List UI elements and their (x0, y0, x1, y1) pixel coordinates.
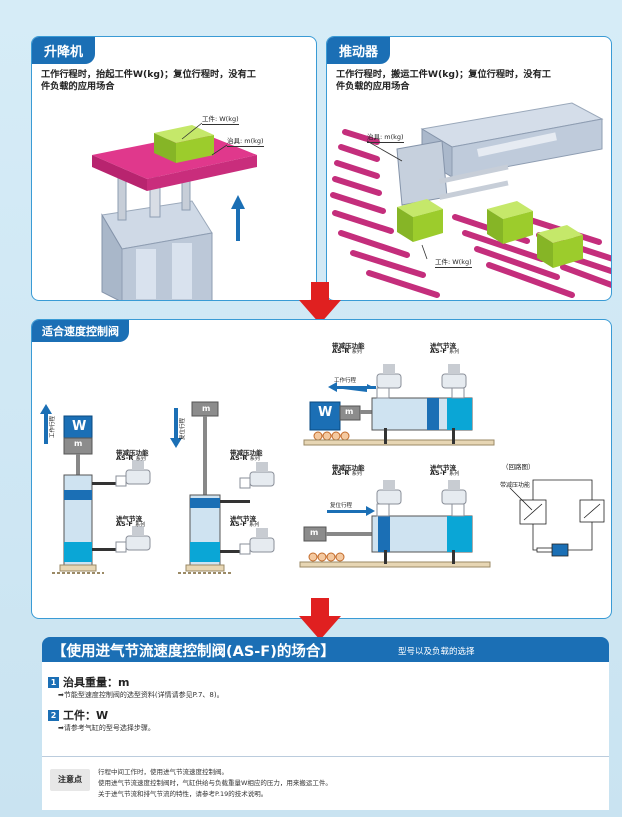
valve-f-1 (115, 526, 151, 553)
pusher-desc-1: 工作行程时，搬运工件W(kg)；复位行程时，没有工 (336, 69, 551, 80)
valve-f-4 (441, 480, 467, 517)
reset-stroke-label-h: 复位行程 (330, 503, 353, 509)
work-stroke-label-h: 工作行程 (334, 378, 357, 384)
valve-r-2-model: AS-R 系列 (230, 454, 260, 462)
note-badge: 注意点 (50, 769, 90, 791)
lift-callout-jig: 治具: m(kg) (227, 137, 264, 147)
valve-r-4-name: 带减压功能 (332, 464, 365, 472)
flow-arrow-down-icon-2 (299, 598, 341, 640)
m-label-2: m (202, 404, 211, 413)
reset-stroke-label-v: 复位行程 (180, 417, 186, 440)
lift-illustration (92, 122, 257, 300)
valve-f-1-model: AS-F 系列 (116, 520, 146, 528)
m-label-3: m (345, 407, 354, 416)
speed-control-panel: 适合速度控制阀 (31, 319, 612, 619)
m-label-4: m (310, 528, 319, 537)
valve-f-3 (441, 364, 467, 399)
lift-title: 升降机 (32, 37, 96, 64)
lift-desc-1: 工作行程时，抬起工件W(kg)；复位行程时，没有工 (41, 69, 256, 80)
valve-f-1-name: 进气节流 (116, 515, 142, 523)
m-label-1: m (74, 439, 83, 448)
flow-arrow-down-icon (299, 282, 341, 324)
item2-sub: ➡请参考气缸的型号选择步骤。 (58, 724, 155, 732)
work-stroke-label-v: 工作行程 (50, 415, 56, 438)
valve-r-2 (239, 462, 275, 489)
selection-header-sub: 型号以及负载的选择 (398, 647, 475, 657)
speed-diagrams (40, 364, 605, 574)
note-line-3: 关于进气节流和排气节流的特性，请参考P.19的技术说明。 (98, 790, 268, 798)
lift-panel: 升降机 工作行程时，抬起工件W(kg)；复位行程时，没有工 件负载的应用场合 (31, 36, 317, 301)
pusher-illustration (330, 102, 611, 298)
valve-r-2-name: 带减压功能 (230, 449, 263, 457)
valve-f-2 (239, 528, 275, 555)
pusher-actuator (396, 102, 604, 206)
pusher-callout-work: 工件: W(kg) (435, 258, 472, 268)
valve-r-3 (376, 364, 402, 399)
pusher-title: 推动器 (327, 37, 391, 64)
valve-f-3-name: 进气节流 (430, 342, 456, 350)
pusher-work-blocks (397, 199, 583, 268)
lift-work-block (154, 125, 214, 163)
valve-f-2-name: 进气节流 (230, 515, 256, 523)
item1-sub: ➡节能型速度控制阀的选型资料(详情请参见P.7、8)。 (58, 691, 224, 699)
valve-r-1-model: AS-R 系列 (116, 454, 146, 462)
circuit-diagram (509, 479, 605, 557)
valve-r-3-name: 带减压功能 (332, 342, 365, 350)
selection-section (42, 662, 609, 810)
circuit-valve-label: 带减压功能 (500, 482, 531, 489)
valve-f-4-name: 进气节流 (430, 464, 456, 472)
vertical-cylinder-2 (170, 401, 250, 574)
lift-callout-work: 工件: W(kg) (202, 115, 239, 125)
note-box: 注意点 行程中间工作时，使用进气节流速度控制阀。 使用进气节流速度控制阀时，气缸… (42, 756, 609, 804)
note-line-2: 使用进气节流速度控制阀时，气缸供给与负载重量W相应的压力，用来搬运工件。 (98, 779, 332, 787)
item1-number: 1 (48, 677, 59, 688)
valve-r-1 (115, 460, 151, 487)
selection-header-title: 【使用进气节流速度控制阀(AS-F)的场合】 (52, 644, 335, 660)
lift-up-arrow-icon (231, 195, 245, 241)
w-label-1: W (72, 419, 87, 434)
circuit-title: （回路图） (502, 463, 535, 471)
selection-header: 【使用进气节流速度控制阀(AS-F)的场合】 型号以及负载的选择 (42, 637, 609, 662)
w-label-3: W (318, 405, 333, 420)
horizontal-cylinder-reset (299, 506, 491, 568)
valve-r-1-name: 带减压功能 (116, 449, 149, 457)
pusher-callout-jig: 治具: m(kg) (367, 133, 404, 143)
note-line-1: 行程中间工作时，使用进气节流速度控制阀。 (98, 768, 228, 776)
valve-f-4-model: AS-F 系列 (430, 469, 460, 477)
valve-r-3-model: AS-R 系列 (332, 347, 362, 355)
horizontal-cylinder-work (303, 382, 495, 446)
lift-cylinder (101, 164, 213, 300)
valve-r-4-model: AS-R 系列 (332, 469, 362, 477)
vertical-cylinder-1 (40, 404, 124, 574)
lift-desc-2: 件负载的应用场合 (41, 81, 115, 92)
valve-f-3-model: AS-F 系列 (430, 347, 460, 355)
pusher-panel: 推动器 工作行程时，搬运工件W(kg)；复位行程时，没有工 件负载的应用场合 (326, 36, 612, 301)
pusher-desc-2: 件负载的应用场合 (336, 81, 410, 92)
valve-f-2-model: AS-F 系列 (230, 520, 260, 528)
valve-r-4 (376, 480, 402, 517)
speed-control-title: 适合速度控制阀 (32, 320, 129, 342)
item2-number: 2 (48, 710, 59, 721)
